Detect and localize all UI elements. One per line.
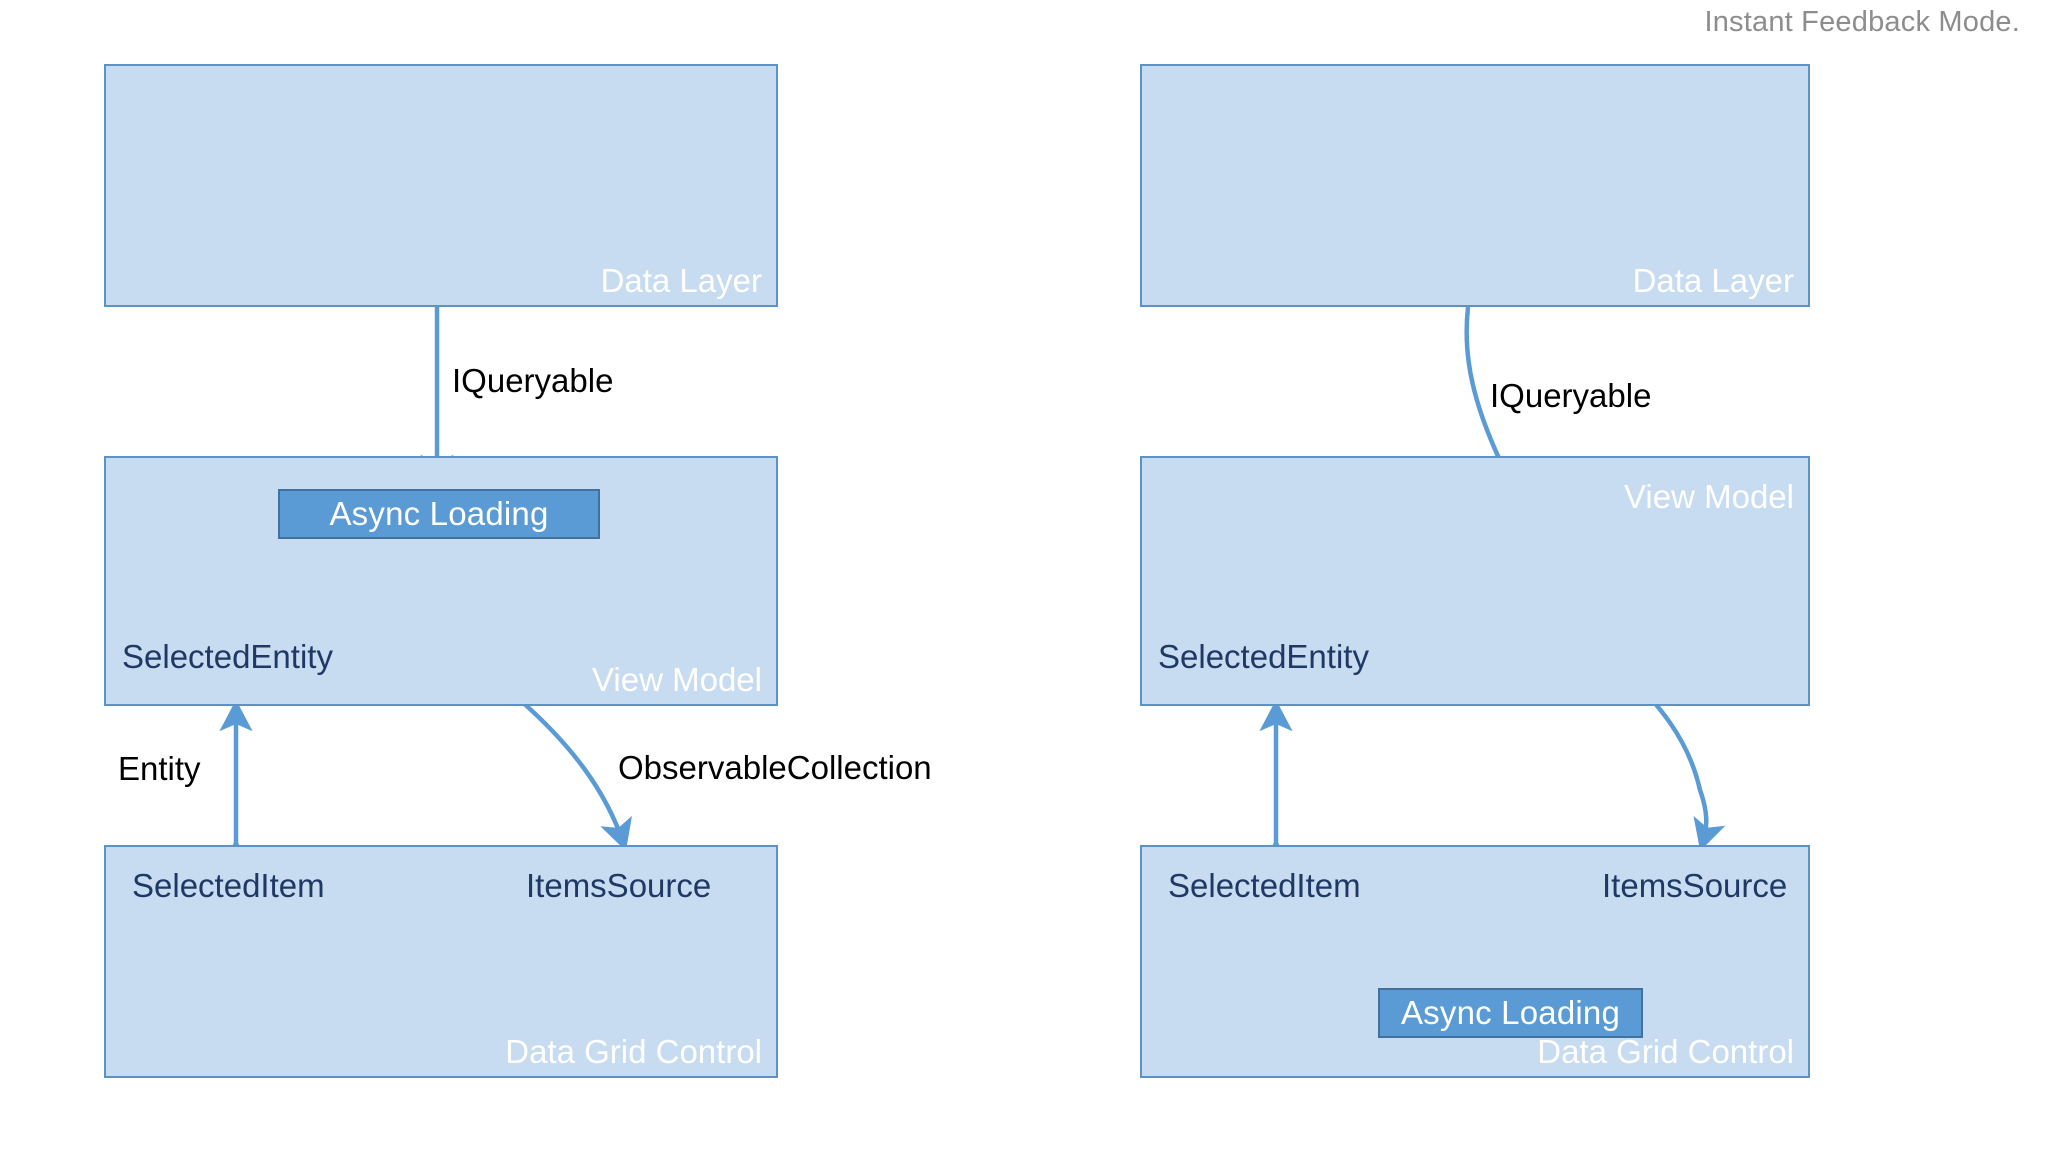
left-property-selecteditem: SelectedItem	[132, 867, 325, 904]
right-property-itemssource: ItemsSource	[1602, 867, 1788, 904]
left-async-loading-badge[interactable]: Async Loading	[278, 489, 600, 539]
left-edge-label-observablecollection: ObservableCollection	[618, 749, 932, 786]
left-edge-label-iqueryable: IQueryable	[452, 362, 614, 399]
right-layer-view-model-title: View Model	[1624, 478, 1794, 515]
left-property-selectedentity: SelectedEntity	[122, 638, 333, 675]
right-layer-view-model[interactable]: View Model SelectedEntity	[1140, 456, 1810, 706]
right-async-loading-badge[interactable]: Async Loading	[1378, 988, 1643, 1038]
left-layer-view-model-title: View Model	[592, 661, 762, 699]
right-property-selectedentity: SelectedEntity	[1158, 638, 1369, 675]
right-layer-data-layer-title: Data Layer	[1632, 262, 1794, 300]
left-property-itemssource: ItemsSource	[526, 867, 712, 904]
right-layer-data-layer[interactable]: Data Layer	[1140, 64, 1810, 307]
left-layer-data-grid-control-title: Data Grid Control	[505, 1033, 762, 1071]
right-edge-label-iqueryable: IQueryable	[1490, 377, 1652, 414]
right-layer-data-grid-control-title: Data Grid Control	[1537, 1033, 1794, 1071]
slide-title: Instant Feedback Mode.	[1704, 6, 2020, 38]
right-property-selecteditem: SelectedItem	[1168, 867, 1361, 904]
left-layer-data-layer[interactable]: Data Layer	[104, 64, 778, 307]
left-layer-data-layer-title: Data Layer	[600, 262, 762, 300]
right-layer-data-grid-control[interactable]: Data Grid Control SelectedItem ItemsSour…	[1140, 845, 1810, 1078]
left-edge-label-entity: Entity	[118, 750, 201, 787]
left-layer-data-grid-control[interactable]: Data Grid Control SelectedItem ItemsSour…	[104, 845, 778, 1078]
